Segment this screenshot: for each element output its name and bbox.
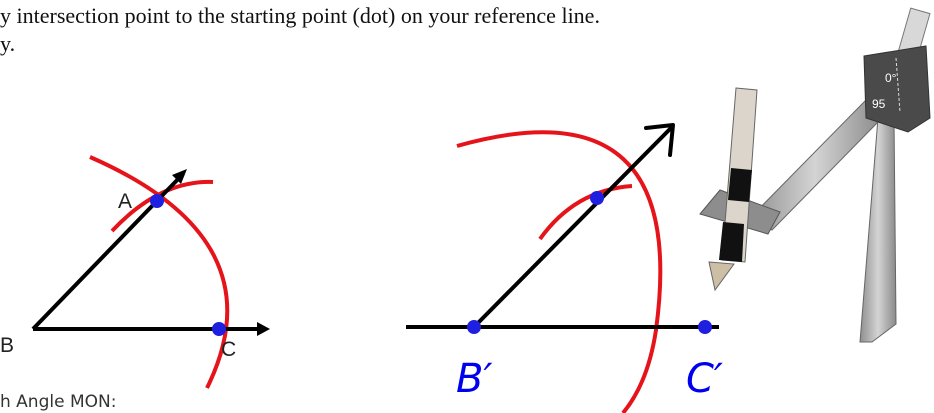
footer-caption: h Angle MON: (0, 392, 117, 412)
point-c (212, 322, 226, 336)
compass-angle-readout: 0° (885, 71, 897, 85)
point-intersection (590, 191, 604, 205)
compass-pencil-band-bottom (719, 222, 744, 262)
original-angle-figure: A B C (0, 155, 270, 389)
label-c: C (221, 338, 236, 361)
instruction-line-2: y. (0, 31, 16, 56)
ray-b-prime (472, 125, 674, 329)
ray-b-prime-arrowhead (644, 123, 675, 157)
point-c-prime (698, 320, 712, 334)
ray-ba-arrowhead (172, 169, 187, 184)
compass-pencil-band-top (728, 168, 752, 202)
left-arc-small (110, 179, 214, 233)
compass-pencil-tip (708, 261, 735, 292)
ray-bc-arrowhead (257, 322, 270, 336)
point-a (150, 194, 164, 208)
compass-radius-readout: 95 (872, 97, 886, 111)
label-c-prime: C′ (686, 356, 723, 402)
compass-dial-mark (895, 57, 901, 113)
compass-tool[interactable]: 0° 95 (699, 7, 931, 343)
compass-needle-leg[interactable] (859, 117, 897, 343)
point-b-prime (467, 320, 481, 334)
label-b-prime: B′ (456, 356, 493, 402)
compass-head[interactable] (863, 45, 931, 133)
left-arc-large (89, 155, 230, 389)
right-arc-large (456, 130, 663, 413)
right-arc-small (538, 184, 633, 241)
instruction-line-1: y intersection point to the starting poi… (0, 3, 600, 28)
copied-angle-figure: B′ C′ (406, 123, 723, 413)
label-b: B (0, 334, 14, 357)
label-a: A (118, 190, 132, 213)
instruction-text: y intersection point to the starting poi… (0, 2, 600, 58)
